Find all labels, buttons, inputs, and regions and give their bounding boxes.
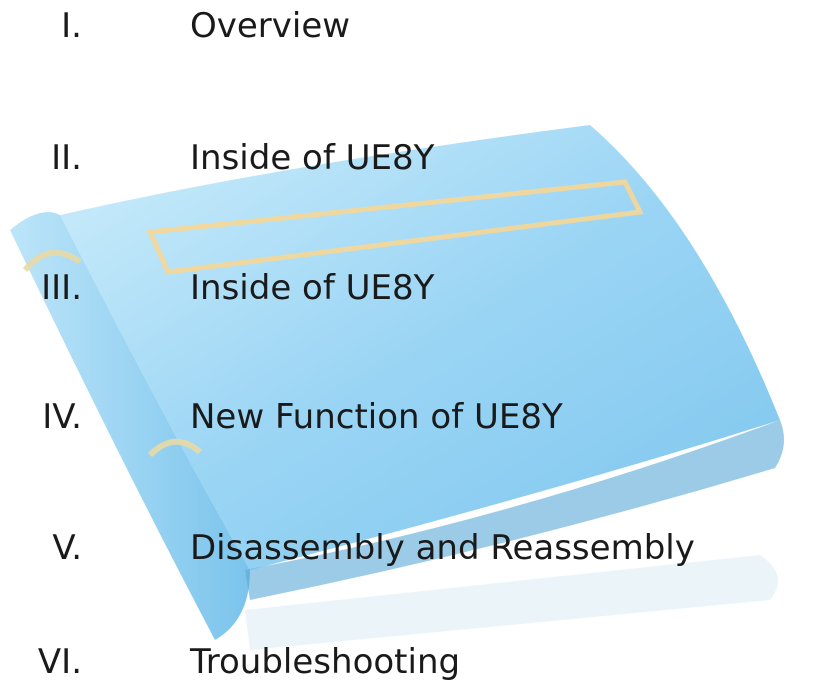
- toc-numeral: VI.: [37, 642, 82, 682]
- toc-item-inside-1[interactable]: II. Inside of UE8Y: [0, 133, 823, 183]
- toc-item-disassembly[interactable]: V. Disassembly and Reassembly: [0, 523, 823, 573]
- toc-title: Disassembly and Reassembly: [190, 528, 695, 568]
- toc-numeral: II.: [51, 138, 82, 178]
- toc-numeral: V.: [52, 528, 82, 568]
- book-cover-edge: [245, 420, 784, 600]
- label-frame: [146, 179, 644, 275]
- toc-item-overview[interactable]: I. Overview: [0, 1, 823, 51]
- toc-numeral: I.: [61, 6, 82, 46]
- toc-item-new-function[interactable]: IV. New Function of UE8Y: [0, 392, 823, 442]
- book-spine: [10, 212, 250, 640]
- toc-title: Inside of UE8Y: [190, 138, 435, 178]
- toc-item-inside-2[interactable]: III. Inside of UE8Y: [0, 263, 823, 313]
- spine-band: [147, 438, 202, 458]
- book-cover: [60, 125, 780, 570]
- toc-numeral: III.: [41, 268, 82, 308]
- toc-numeral: IV.: [42, 397, 82, 437]
- toc-item-troubleshooting[interactable]: VI. Troubleshooting: [0, 637, 823, 687]
- toc-title: New Function of UE8Y: [190, 397, 563, 437]
- toc-title: Overview: [190, 6, 351, 46]
- toc-title: Inside of UE8Y: [190, 268, 435, 308]
- spine-band: [22, 249, 82, 272]
- toc-title: Troubleshooting: [190, 642, 461, 682]
- book-pages: [245, 555, 778, 650]
